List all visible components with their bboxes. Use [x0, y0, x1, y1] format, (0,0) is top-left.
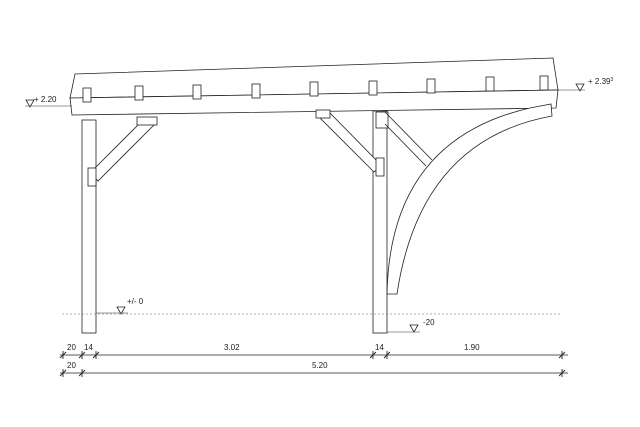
rafter-end [82, 87, 92, 103]
left-brace-foot [87, 167, 97, 187]
roof [69, 57, 559, 116]
elevation-label-left-top: + 2.20 [34, 95, 57, 104]
elevation-label-right-top: + 2.393 [588, 77, 613, 86]
right-outer-strut [384, 111, 433, 167]
dim-label: 20 [67, 343, 76, 352]
elevation-right-top: + 2.393 [552, 77, 613, 92]
rafter-end [309, 81, 319, 97]
elevation-triangle-icon [409, 324, 419, 333]
dim-label: 1.90 [464, 343, 480, 352]
right-post-assembly [315, 103, 553, 334]
dimension-row-2: 20 5.20 [59, 361, 568, 377]
elevation-left-top: + 2.20 [25, 95, 72, 108]
curved-bracket [386, 103, 553, 295]
right-brace-head [315, 109, 331, 119]
left-post-assembly [81, 116, 158, 334]
dim-label: 5.20 [312, 361, 328, 370]
elevation-triangle-icon [116, 306, 126, 315]
right-brace-foot [375, 157, 385, 177]
left-post [81, 119, 97, 334]
dim-label: 14 [375, 343, 384, 352]
roof-purlin [69, 89, 559, 116]
dimension-row-1: 20 14 3.02 14 1.90 [59, 343, 568, 359]
rafter-end [251, 83, 261, 99]
elevation-label-ground: +/- 0 [127, 297, 144, 306]
rafter-end [192, 84, 202, 100]
elevation-triangle-icon [25, 99, 35, 108]
left-brace [89, 117, 156, 182]
rafter-end [426, 78, 436, 94]
dim-label: 14 [84, 343, 93, 352]
rafter-end [134, 85, 144, 101]
elevation-label-foundation: -20 [423, 318, 435, 327]
left-brace-head [136, 116, 158, 126]
dim-label: 3.02 [224, 343, 240, 352]
elevation-foundation: -20 [387, 318, 435, 333]
rafter-end [368, 80, 378, 96]
right-inner-brace [317, 110, 383, 173]
dim-label: 20 [67, 361, 76, 370]
elevation-triangle-icon [575, 83, 585, 92]
rafter-ends [82, 75, 549, 103]
rafter-end [485, 76, 495, 92]
rafter-end [539, 75, 549, 91]
right-post [372, 110, 388, 334]
elevation-ground: +/- 0 [96, 297, 144, 315]
